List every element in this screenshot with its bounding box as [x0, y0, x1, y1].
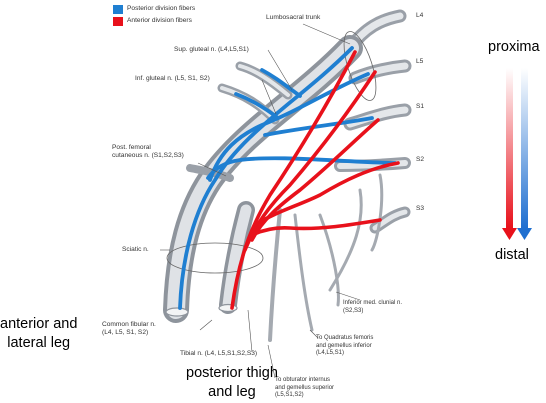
blue-fiber-sup-gluteal: [260, 68, 302, 98]
legend-swatch-posterior: [113, 5, 123, 14]
sciatic-ellipse: [166, 242, 264, 274]
common-fibular-end: [165, 307, 189, 317]
root-label-s3: S3: [416, 205, 425, 212]
outline-ellipses: [166, 31, 377, 274]
blue-fiber-s2: [206, 156, 397, 180]
annotation-anterior-lateral-leg: anterior and lateral leg: [0, 316, 78, 351]
label-inferior-clunial: Inferior med. clunial n. (S2,S3): [343, 300, 403, 314]
label-sup-gluteal: Sup. gluteal n. (L4,L5,S1): [174, 46, 249, 53]
anterior-fibers: [230, 50, 400, 310]
red-fiber-s2: [253, 161, 400, 227]
legend-swatch-anterior: [113, 17, 123, 26]
root-label-l5: L5: [416, 58, 424, 65]
blue-arrow-head: [517, 228, 532, 240]
label-obturator-internus: To obturator internus and gemellus super…: [275, 377, 335, 398]
arrow-label-proxima: proxima: [488, 39, 540, 55]
blue-fiber-l4: [178, 46, 354, 310]
label-sciatic: Sciatic n.: [122, 246, 149, 253]
label-tibial: Tibial n. (L4, L5,S1,S2,S3): [180, 350, 258, 357]
red-fiber-s3: [248, 218, 382, 238]
label-post-femoral: Post. femoral cutaneous n. (S1,S2,S3): [112, 144, 184, 159]
legend-label-posterior: Posterior division fibers: [127, 5, 196, 12]
label-quadratus-femoris: To Quadratus femoris and gemellus inferi…: [316, 335, 374, 356]
red-arrow-head: [502, 228, 517, 240]
blue-arrow-shaft: [521, 68, 528, 228]
arrow-label-distal: distal: [495, 247, 529, 263]
leader-lines: [160, 23, 361, 379]
nerve-trunks: [163, 9, 412, 342]
label-common-fibular: Common fibular n. (L4, L5, S1, S2): [102, 321, 156, 336]
annotation-posterior-thigh-leg: posterior thigh and leg: [186, 365, 278, 400]
root-label-l4: L4: [416, 12, 424, 19]
tibial-end: [218, 303, 238, 313]
gradient-arrows: [502, 68, 532, 240]
blue-fiber-inf-gluteal: [234, 92, 280, 120]
label-lumbosacral-trunk: Lumbosacral trunk: [266, 14, 321, 21]
root-label-s2: S2: [416, 156, 425, 163]
label-inf-gluteal: Inf. gluteal n. (L5, S1, S2): [135, 75, 210, 82]
red-arrow-shaft: [506, 68, 513, 228]
root-label-s1: S1: [416, 103, 425, 110]
legend-label-anterior: Anterior division fibers: [127, 17, 192, 24]
red-fiber-l4: [230, 50, 357, 310]
lumbosacral-ellipse: [343, 31, 377, 101]
blue-fiber-s1: [263, 116, 374, 137]
blue-fiber-l5: [208, 72, 370, 182]
posterior-fibers: [178, 46, 397, 310]
